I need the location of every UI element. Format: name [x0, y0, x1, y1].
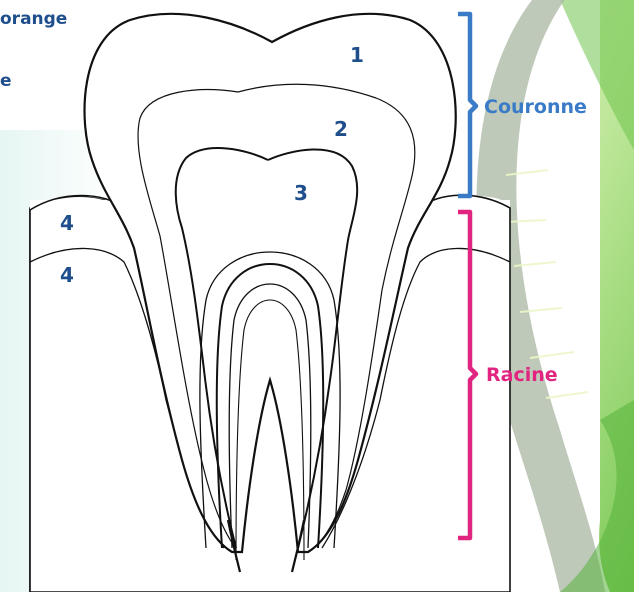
top-left-text-line1: orange	[0, 9, 67, 29]
label-3: 3	[294, 181, 308, 205]
label-4-lower: 4	[60, 263, 74, 287]
label-4-upper: 4	[60, 211, 74, 235]
root-label: Racine	[486, 364, 558, 386]
label-2: 2	[334, 117, 348, 141]
top-left-text-line2: e	[0, 71, 12, 91]
label-1: 1	[350, 43, 364, 67]
crown-label: Couronne	[484, 96, 587, 118]
